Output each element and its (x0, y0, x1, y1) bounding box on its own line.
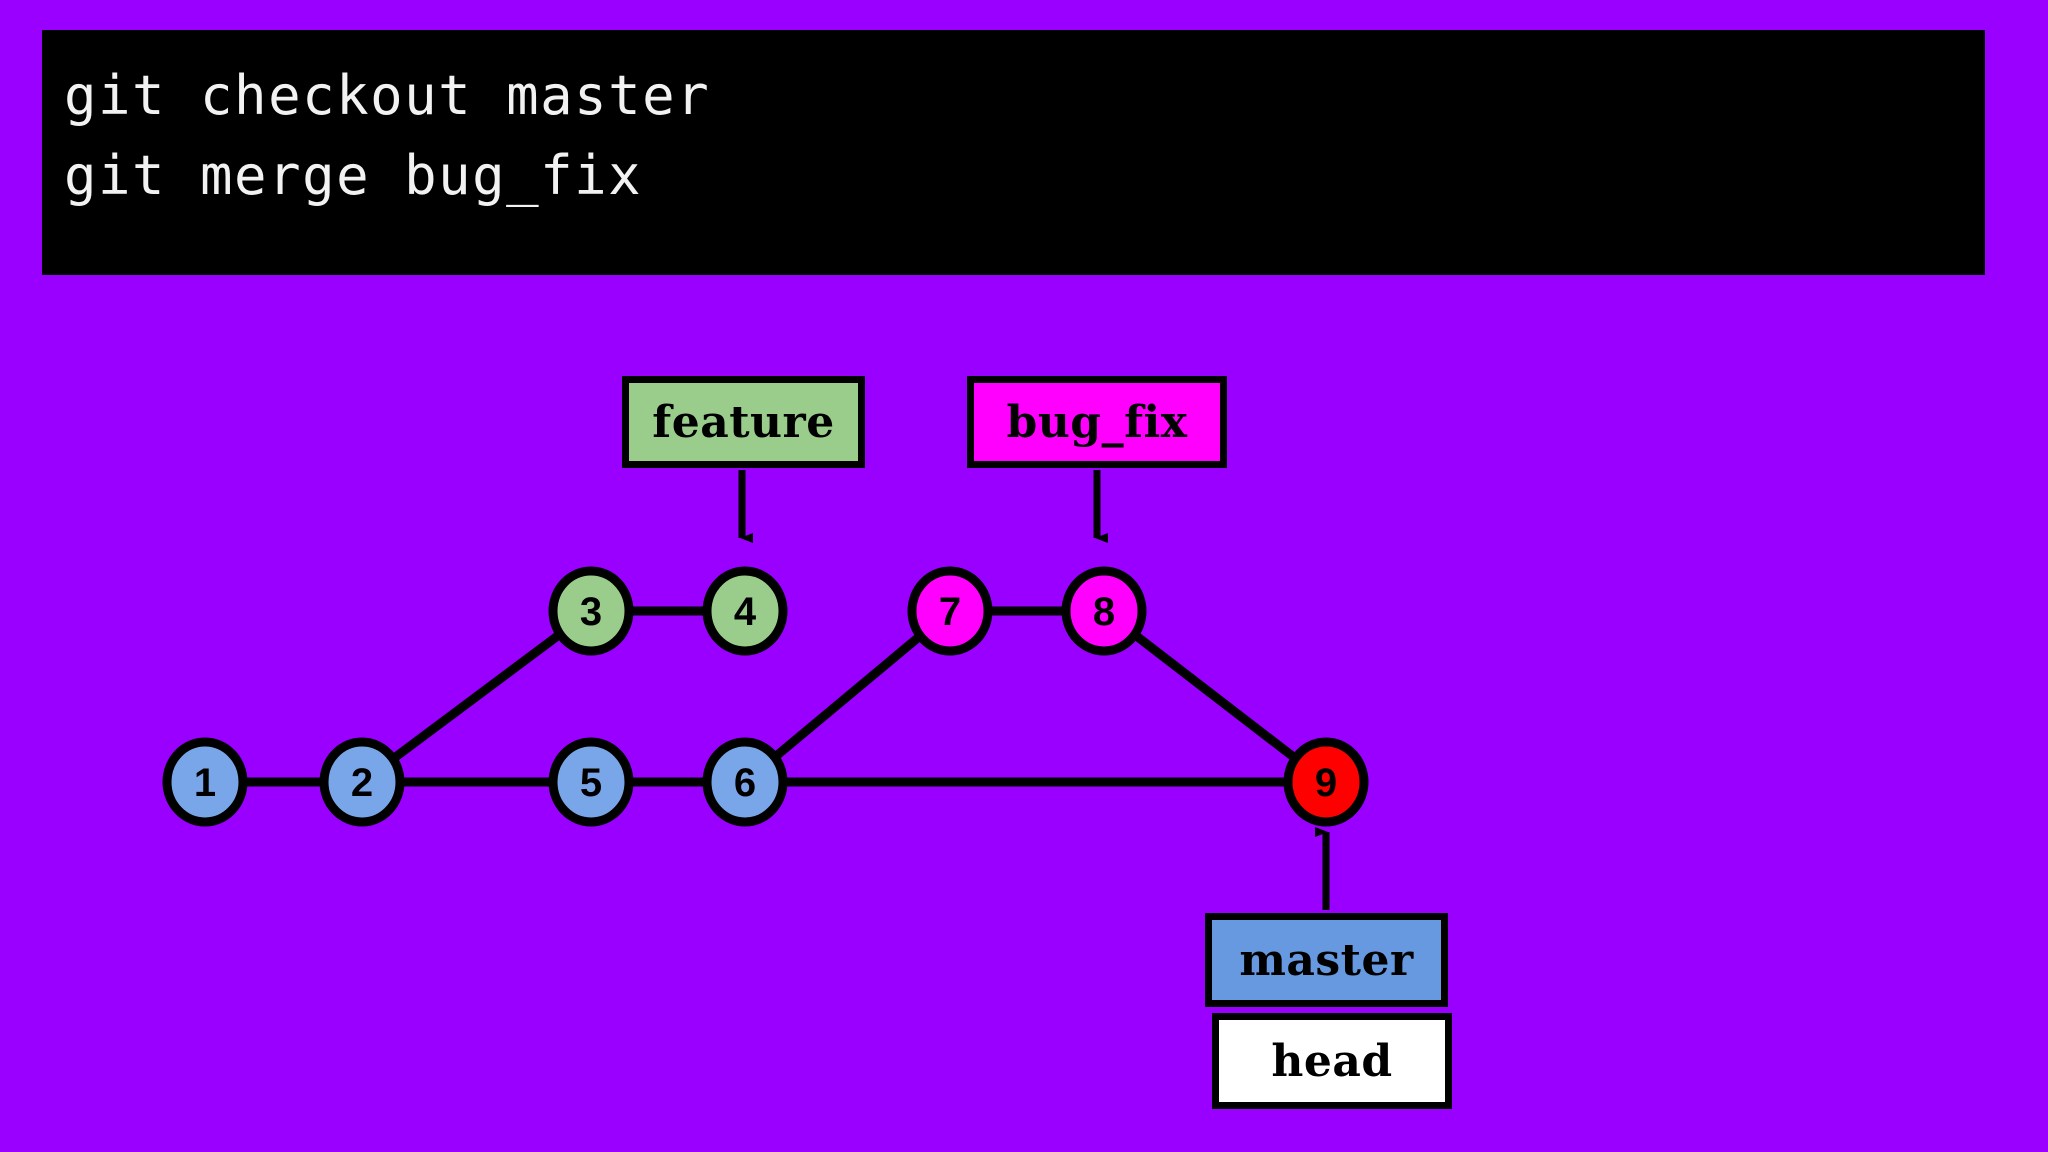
commit-node-circle-9 (1283, 737, 1369, 827)
commit-node-9[interactable]: 9 (1283, 737, 1369, 827)
ref-label-feature[interactable]: feature (622, 376, 865, 468)
ref-label-head-text: head (1271, 1035, 1393, 1087)
commit-node-circle-4 (702, 566, 788, 656)
ref-arrows (738, 470, 1330, 910)
commit-node-5[interactable]: 5 (548, 737, 634, 827)
graph-edge-6-7 (742, 607, 953, 786)
graph-edge-8-9 (1101, 607, 1329, 786)
commit-node-circle-6 (702, 737, 788, 827)
graph-edge-2-3 (359, 607, 594, 786)
commit-node-circle-8 (1061, 566, 1147, 656)
commit-node-3[interactable]: 3 (548, 566, 634, 656)
commit-node-1[interactable]: 1 (162, 737, 248, 827)
terminal-line-1: git checkout master (64, 64, 711, 127)
ref-label-head[interactable]: head (1212, 1013, 1452, 1109)
commit-node-circle-5 (548, 737, 634, 827)
ref-label-bug-fix[interactable]: bug_fix (967, 376, 1227, 468)
commit-node-2[interactable]: 2 (319, 737, 405, 827)
commit-node-7[interactable]: 7 (907, 566, 993, 656)
ref-label-master-text: master (1239, 934, 1414, 986)
commit-node-4[interactable]: 4 (702, 566, 788, 656)
terminal-panel: git checkout master git merge bug_fix (42, 30, 1985, 275)
ref-label-master[interactable]: master (1205, 913, 1448, 1007)
commit-node-circle-2 (319, 737, 405, 827)
commit-node-8[interactable]: 8 (1061, 566, 1147, 656)
commit-node-6[interactable]: 6 (702, 737, 788, 827)
commit-node-circle-1 (162, 737, 248, 827)
ref-label-bug-fix-text: bug_fix (1006, 396, 1188, 448)
ref-label-feature-text: feature (652, 396, 835, 448)
commit-node-circle-7 (907, 566, 993, 656)
commit-node-circle-3 (548, 566, 634, 656)
terminal-line-2: git merge bug_fix (64, 144, 643, 207)
